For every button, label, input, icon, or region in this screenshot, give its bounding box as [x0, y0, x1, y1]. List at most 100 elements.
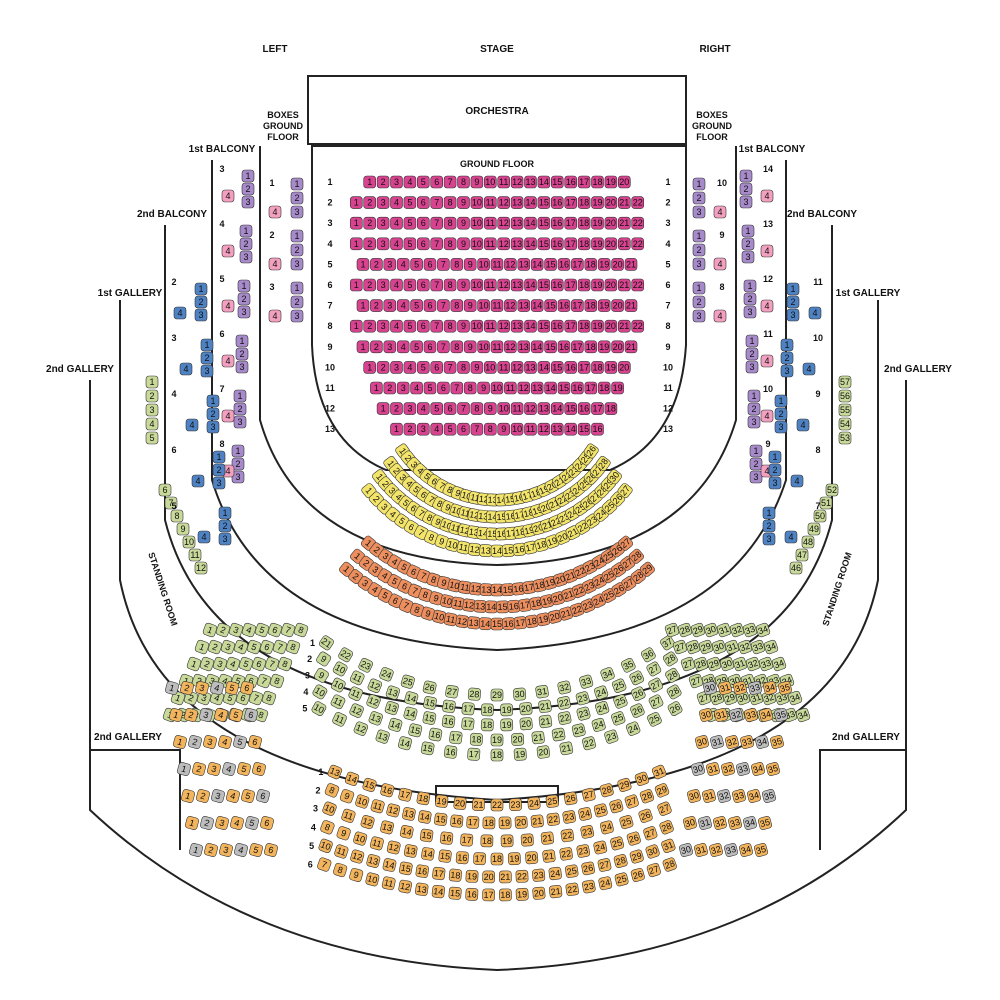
box-right-balcony2-seat[interactable]: 4	[802, 362, 816, 376]
gallery2-seat[interactable]: 17	[466, 815, 480, 829]
box-left-balcony1-seat[interactable]: 2	[239, 237, 253, 251]
box-left-balcony1-seat[interactable]: 2	[235, 347, 249, 361]
ground-floor-seat[interactable]: 2	[390, 402, 403, 415]
box-left-balcony2-seat[interactable]: 2	[194, 295, 208, 309]
box-left-ground-seat[interactable]: 4	[268, 257, 282, 271]
box-left-balcony2-seat[interactable]: 2	[206, 407, 220, 421]
gallery1-left-seat[interactable]: 2	[215, 622, 231, 638]
box-right-balcony1-seat[interactable]: 1	[749, 444, 763, 458]
ground-floor-seat[interactable]: 5	[443, 422, 457, 436]
ground-floor-seat[interactable]: 19	[591, 196, 604, 209]
gallery2-seat[interactable]: 25	[593, 803, 609, 818]
balcony2-seat[interactable]: 27	[620, 575, 637, 592]
ground-floor-seat[interactable]: 17	[571, 299, 584, 312]
box-right-ground-seat[interactable]: 1	[692, 177, 706, 191]
gallery2-seat[interactable]: 25	[614, 872, 629, 887]
ground-floor-seat[interactable]: 2	[363, 196, 377, 209]
ground-floor-seat[interactable]: 18	[577, 216, 591, 230]
gallery2-right-seat[interactable]: 34	[739, 843, 754, 858]
balcony2-seat[interactable]: 20	[550, 591, 565, 606]
ground-floor-seat[interactable]: 20	[611, 258, 624, 271]
box-right-ground-seat[interactable]: 3	[692, 309, 706, 323]
ground-floor-seat[interactable]: 18	[584, 340, 598, 354]
gallery2-seat[interactable]: 22	[565, 882, 579, 897]
ground-floor-seat[interactable]: 10	[490, 381, 504, 395]
ground-floor-seat[interactable]: 9	[470, 175, 484, 189]
gallery2-seat[interactable]: 18	[482, 816, 496, 830]
gallery2-seat[interactable]: 28	[613, 854, 628, 869]
gallery2-seat[interactable]: 16	[440, 831, 454, 845]
ground-floor-seat[interactable]: 20	[604, 196, 618, 209]
gallery1-right-seat[interactable]: 32	[745, 656, 761, 672]
ground-floor-seat[interactable]: 13	[510, 216, 524, 230]
standing-right-seat[interactable]: 52	[825, 483, 839, 497]
ground-floor-seat[interactable]: 8	[443, 278, 457, 292]
box-right-balcony2-seat[interactable]: 3	[774, 420, 788, 434]
standing-left-seat[interactable]: 11	[188, 548, 202, 562]
gallery1-right-seat[interactable]: 32	[737, 639, 753, 655]
gallery2-seat[interactable]: 18	[490, 852, 504, 866]
ground-floor-seat[interactable]: 13	[524, 175, 537, 189]
ground-floor-seat[interactable]: 1	[349, 196, 363, 209]
ground-floor-seat[interactable]: 6	[416, 196, 430, 209]
gallery2-seat[interactable]: 15	[448, 886, 462, 900]
gallery2-right-seat[interactable]: 33	[740, 735, 755, 750]
ground-floor-seat[interactable]: 1	[363, 361, 377, 374]
box-right-balcony2-seat[interactable]: 3	[780, 364, 794, 378]
ground-floor-seat[interactable]: 20	[611, 299, 624, 312]
gallery1-seat[interactable]: 23	[358, 657, 374, 673]
balcony2-seat[interactable]: 13	[467, 616, 481, 630]
gallery2-seat[interactable]: 21	[498, 870, 512, 884]
gallery1-seat[interactable]: 20	[519, 717, 533, 731]
ground-floor-seat[interactable]: 8	[450, 258, 464, 271]
ground-floor-seat[interactable]: 4	[390, 237, 403, 251]
standing-left-seat[interactable]: 8	[170, 509, 184, 523]
box-left-balcony2-seat[interactable]: 1	[212, 450, 226, 464]
balcony1-seat[interactable]: 30	[606, 468, 623, 485]
ground-floor-seat[interactable]: 17	[571, 258, 584, 271]
balcony2-seat[interactable]: 24	[591, 593, 607, 609]
gallery2-seat[interactable]: 14	[382, 858, 397, 872]
box-left-balcony1-seat[interactable]: 1	[231, 444, 245, 458]
gallery2-seat[interactable]: 16	[450, 814, 464, 828]
ground-floor-seat[interactable]: 5	[416, 361, 430, 374]
box-right-balcony2-seat[interactable]: 1	[786, 282, 800, 296]
box-right-balcony2-seat[interactable]: 2	[762, 519, 776, 533]
gallery1-seat[interactable]: 18	[480, 718, 494, 732]
ground-floor-seat[interactable]: 11	[483, 216, 497, 230]
box-left-balcony2-seat[interactable]: 4	[197, 530, 211, 544]
gallery2-left-seat[interactable]: 2	[196, 789, 211, 804]
balcony1-seat[interactable]: 26	[583, 443, 600, 460]
box-right-balcony2-seat[interactable]: 2	[786, 295, 800, 309]
gallery2-seat[interactable]: 28	[599, 783, 614, 798]
gallery2-left-seat[interactable]: 4	[218, 735, 233, 750]
ground-floor-seat[interactable]: 13	[510, 319, 524, 333]
balcony2-seat[interactable]: 28	[628, 548, 645, 565]
ground-floor-seat[interactable]: 9	[463, 340, 477, 354]
ground-floor-seat[interactable]: 17	[584, 381, 598, 395]
gallery2-right-seat[interactable]: 32	[733, 681, 748, 696]
ground-floor-seat[interactable]: 6	[423, 340, 437, 354]
gallery1-left-seat[interactable]: 3	[220, 639, 236, 655]
ground-floor-seat[interactable]: 21	[624, 299, 638, 312]
gallery1-right-seat[interactable]: 33	[750, 639, 766, 655]
ground-floor-seat[interactable]: 7	[430, 196, 444, 209]
gallery2-seat[interactable]: 16	[465, 887, 479, 901]
gallery1-right-seat[interactable]: 31	[716, 622, 732, 638]
gallery1-seat[interactable]: 22	[337, 647, 354, 663]
ground-floor-seat[interactable]: 12	[497, 196, 511, 209]
ground-floor-seat[interactable]: 16	[564, 175, 578, 189]
ground-floor-seat[interactable]: 3	[376, 319, 390, 333]
gallery1-seat[interactable]: 30	[513, 687, 527, 701]
gallery2-right-seat[interactable]: 31	[702, 789, 717, 804]
gallery2-right-seat[interactable]: 35	[754, 843, 769, 858]
standing-right-seat[interactable]: 49	[807, 522, 821, 536]
gallery2-seat[interactable]: 17	[398, 787, 413, 802]
ground-floor-seat[interactable]: 20	[611, 340, 624, 354]
gallery1-seat[interactable]: 12	[353, 721, 369, 737]
gallery1-right-seat[interactable]: 34	[755, 622, 771, 638]
balcony2-seat[interactable]: 17	[513, 616, 527, 630]
ground-floor-seat[interactable]: 10	[497, 402, 511, 415]
gallery1-right-seat[interactable]: 29	[722, 690, 738, 706]
standing-right-seat[interactable]: 48	[801, 535, 815, 549]
